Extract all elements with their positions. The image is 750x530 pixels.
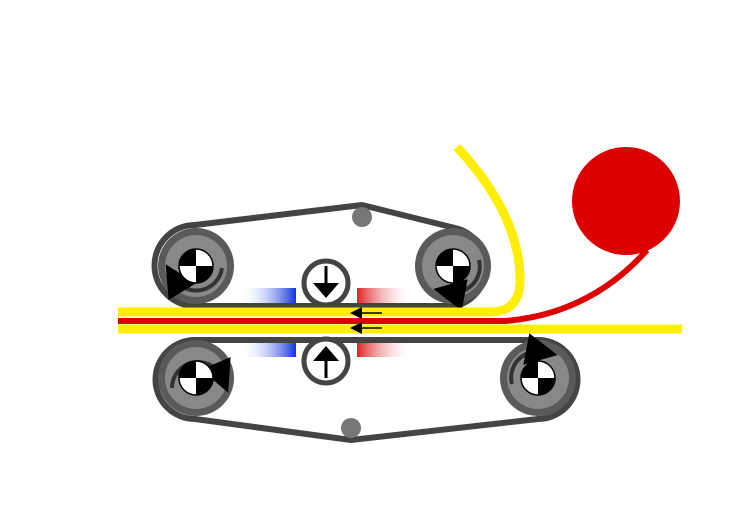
arrow-down-icon xyxy=(313,283,339,298)
cooling-zone-top xyxy=(244,288,296,304)
film-roll xyxy=(572,147,680,255)
yellow-film-top xyxy=(118,143,525,317)
lower-belt xyxy=(152,337,581,443)
lower-left-roller xyxy=(158,340,234,416)
heating-zone-bottom xyxy=(357,341,409,357)
lower-tension-roller xyxy=(341,418,361,438)
heating-zone-top xyxy=(357,288,409,304)
rotation-arrow-icon xyxy=(165,264,224,300)
cooling-zone-bottom xyxy=(244,341,296,357)
lower-right-roller xyxy=(500,333,576,416)
lower-press-roller xyxy=(301,336,351,386)
upper-tension-roller xyxy=(352,207,372,227)
red-film xyxy=(118,248,650,324)
upper-right-roller xyxy=(415,228,491,311)
upper-press-roller xyxy=(301,258,351,308)
arrow-up-icon xyxy=(313,346,339,361)
rotation-arrow-icon xyxy=(433,259,482,311)
upper-left-roller xyxy=(158,228,234,304)
rotation-arrow-icon xyxy=(509,333,558,385)
